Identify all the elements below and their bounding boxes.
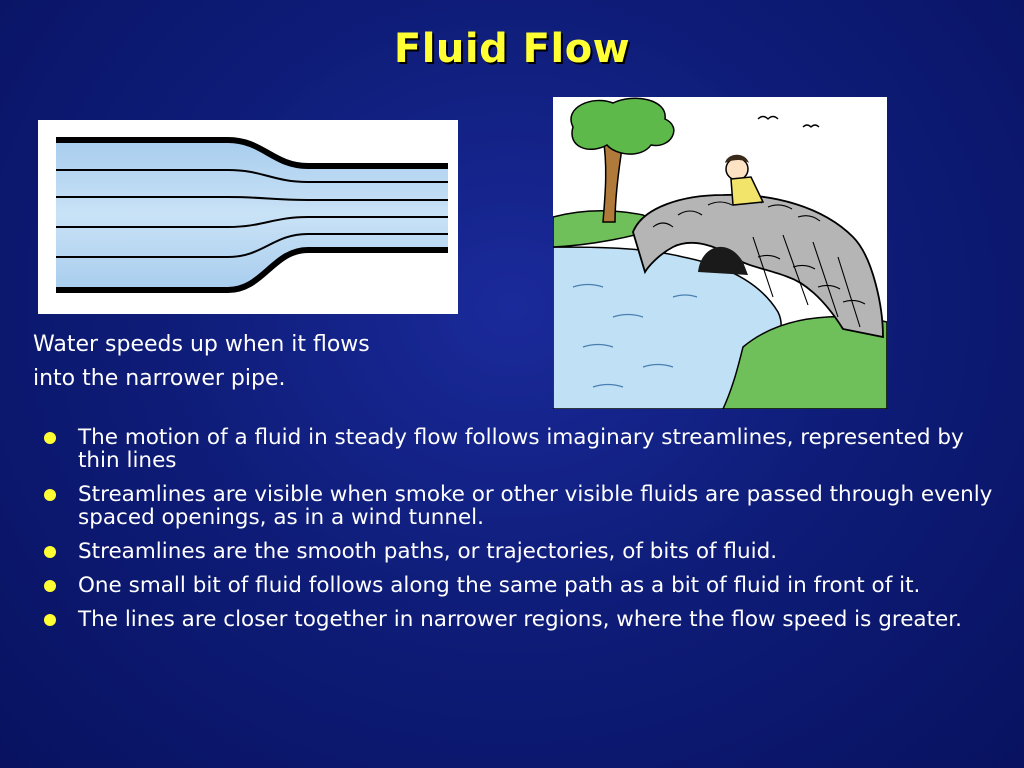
bullet-dot-icon	[44, 546, 56, 558]
streamline-3	[56, 216, 448, 228]
bullet-text: The motion of a fluid in steady flow fol…	[78, 425, 964, 473]
bullet-item-3: Streamlines are the smooth paths, or tra…	[44, 540, 1004, 563]
bridge-stream-illustration	[552, 97, 888, 410]
bridge-arch	[698, 246, 748, 275]
pipe-streamline-svg	[56, 137, 448, 293]
bullet-item-1: The motion of a fluid in steady flow fol…	[44, 426, 1004, 472]
streamline-1	[56, 169, 448, 183]
slide-title: Fluid Flow	[393, 26, 631, 72]
bullet-text: The lines are closer together in narrowe…	[78, 607, 962, 632]
stone-bridge	[632, 193, 884, 339]
bird-1	[757, 115, 779, 120]
pipe-wall-bottom	[56, 247, 448, 293]
streamline-2	[56, 196, 448, 201]
pipe-wall-top	[56, 137, 448, 169]
pipe-caption: Water speeds up when it flows into the n…	[33, 328, 493, 396]
bullet-item-4: One small bit of fluid follows along the…	[44, 574, 1004, 597]
bird-2	[802, 124, 820, 128]
bullet-dot-icon	[44, 614, 56, 626]
girl-head	[725, 157, 749, 181]
tree-trunk	[602, 135, 624, 223]
caption-line-2: into the narrower pipe.	[33, 366, 286, 391]
girl-body	[730, 176, 765, 206]
bullet-text: Streamlines are visible when smoke or ot…	[78, 482, 993, 530]
bullet-dot-icon	[44, 489, 56, 501]
bullet-text: Streamlines are the smooth paths, or tra…	[78, 539, 778, 564]
bullet-item-2: Streamlines are visible when smoke or ot…	[44, 483, 1004, 529]
bullet-dot-icon	[44, 580, 56, 592]
bullet-item-5: The lines are closer together in narrowe…	[44, 608, 1004, 631]
tree-foliage	[570, 97, 675, 155]
bridge-stream-svg	[552, 97, 888, 410]
bullet-dot-icon	[44, 432, 56, 444]
pipe-streamline-illustration	[38, 120, 458, 314]
girl-hair	[725, 154, 749, 163]
pipe-water	[56, 140, 448, 290]
bullet-list: The motion of a fluid in steady flow fol…	[44, 426, 1004, 642]
streamline-4	[56, 233, 448, 258]
bullet-text: One small bit of fluid follows along the…	[78, 573, 921, 598]
caption-line-1: Water speeds up when it flows	[33, 332, 370, 357]
